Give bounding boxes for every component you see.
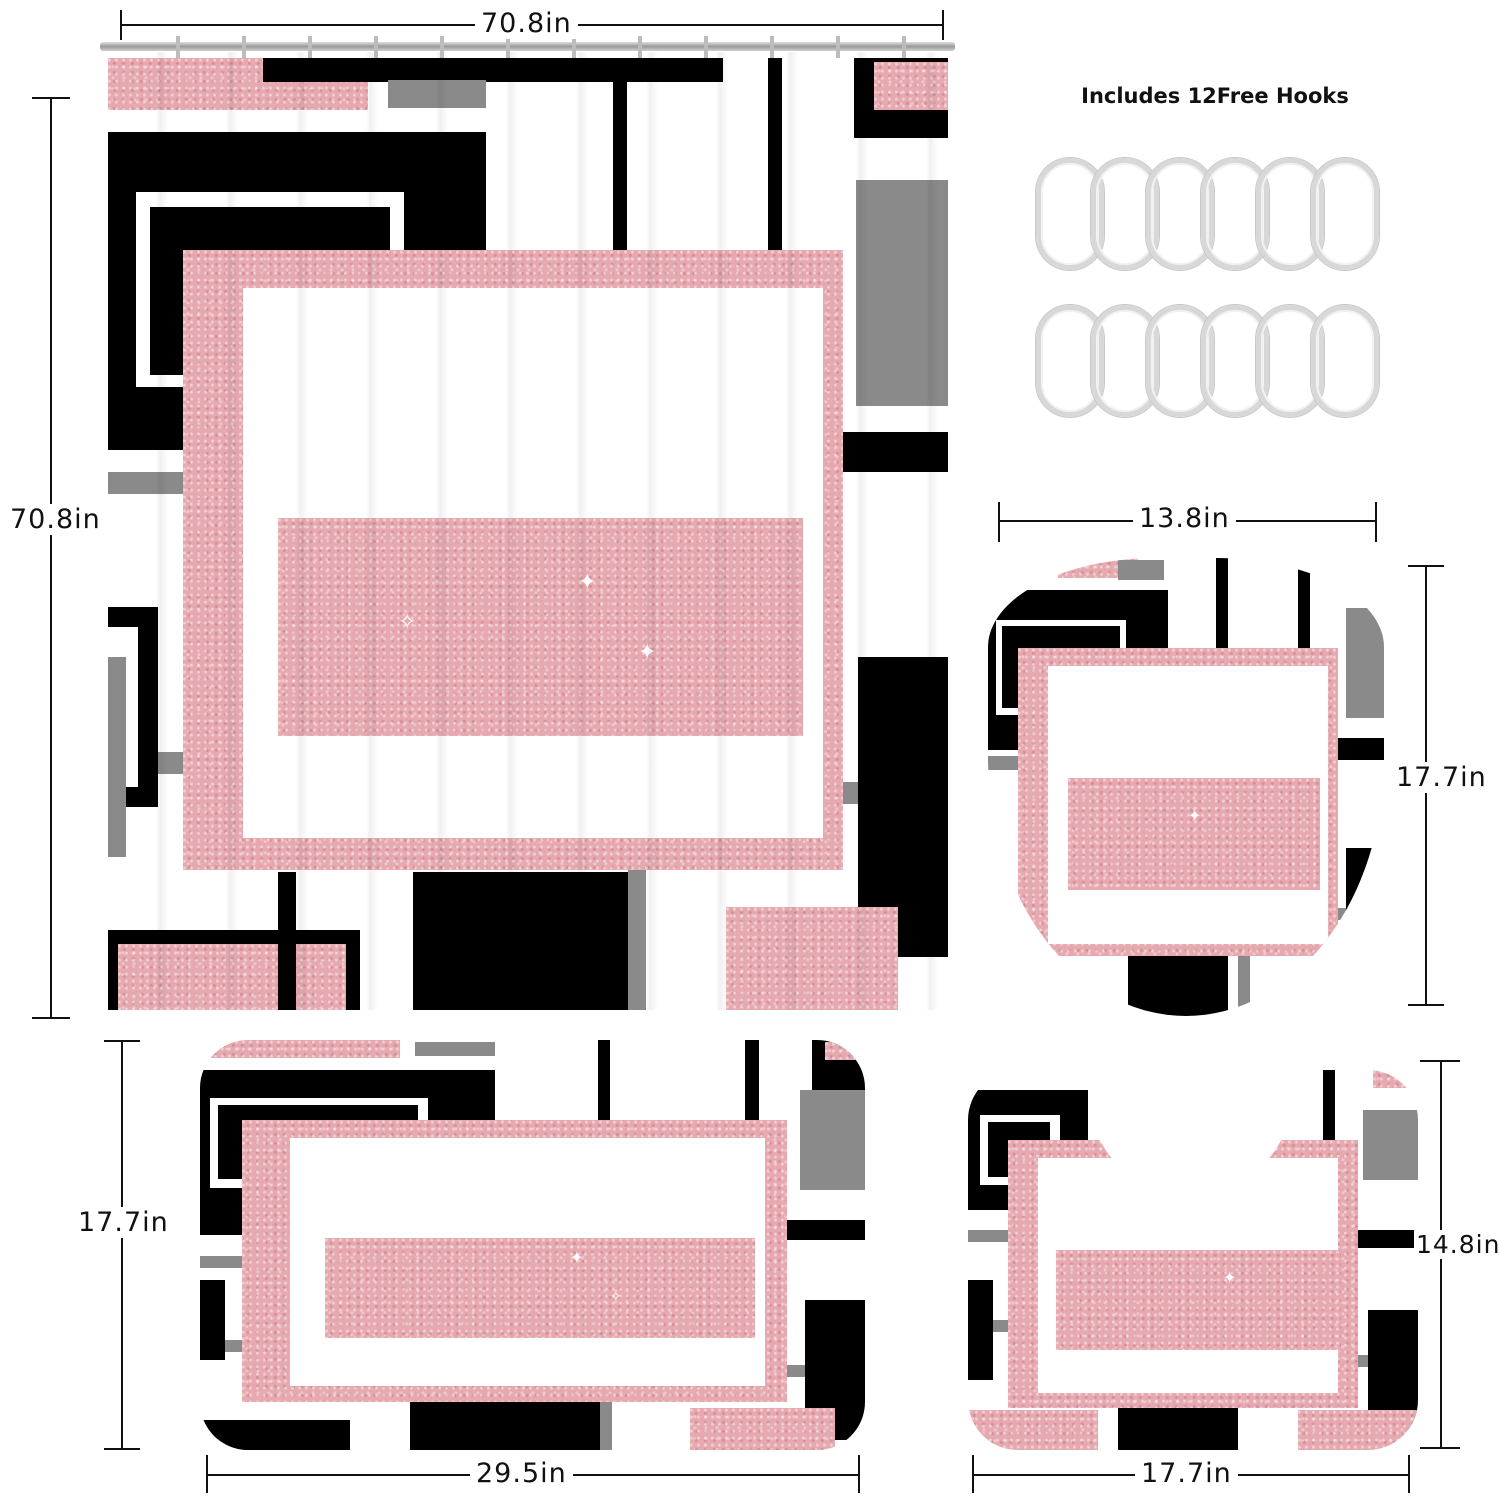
hook-ring-icon bbox=[1201, 305, 1269, 417]
hook-ring-icon bbox=[1256, 305, 1324, 417]
bath-mat: ✦ ✧ bbox=[200, 1040, 865, 1450]
curtain-hooks-row bbox=[118, 36, 938, 58]
hook-ring-icon bbox=[1091, 305, 1159, 417]
hooks-title: Includes 12Free Hooks bbox=[1081, 84, 1349, 108]
hook-ring-icon bbox=[1311, 158, 1379, 270]
sparkle-icon: ✦ bbox=[570, 1248, 584, 1267]
curtain-height-label: 70.8in bbox=[4, 504, 107, 535]
hook-ring-icon bbox=[1036, 158, 1104, 270]
contour-mat: ✦ bbox=[968, 1070, 1418, 1450]
sparkle-icon: ✧ bbox=[610, 1289, 622, 1305]
lid-cover: ✦ bbox=[988, 558, 1384, 1016]
sparkle-icon: ✦ bbox=[1223, 1268, 1237, 1287]
lid-cover-width-label: 13.8in bbox=[1133, 503, 1236, 534]
contour-mat-height-label: 14.8in bbox=[1414, 1230, 1500, 1259]
bath-mat-height-label: 17.7in bbox=[72, 1207, 175, 1238]
sparkle-icon: ✧ bbox=[398, 612, 416, 634]
sparkle-icon: ✦ bbox=[1188, 806, 1202, 825]
bath-mat-width-label: 29.5in bbox=[470, 1458, 573, 1489]
hook-ring-icon bbox=[1146, 305, 1214, 417]
hook-ring-icon bbox=[1036, 305, 1104, 417]
curtain-width-label: 70.8in bbox=[475, 8, 578, 39]
sparkle-icon: ✦ bbox=[638, 642, 656, 664]
sparkle-icon: ✦ bbox=[578, 572, 596, 594]
hook-ring-icon bbox=[1311, 305, 1379, 417]
hook-ring-icon bbox=[1146, 158, 1214, 270]
shower-curtain: ✦ ✦ ✧ bbox=[108, 52, 948, 1010]
hook-ring-icon bbox=[1256, 158, 1324, 270]
hook-ring-icon bbox=[1201, 158, 1269, 270]
contour-mat-width-label: 17.7in bbox=[1135, 1458, 1238, 1489]
hooks-set bbox=[1030, 150, 1400, 450]
hook-ring-icon bbox=[1091, 158, 1159, 270]
lid-cover-height-label: 17.7in bbox=[1390, 762, 1493, 793]
